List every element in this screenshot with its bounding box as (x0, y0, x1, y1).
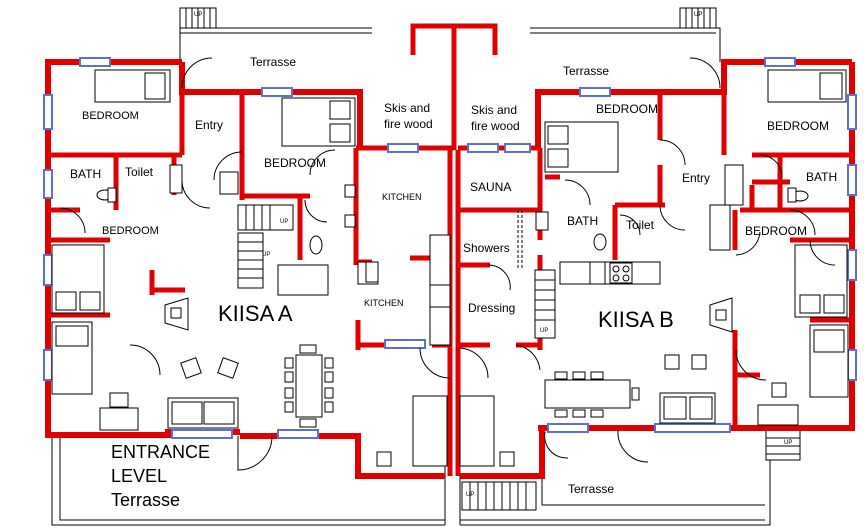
room-label: BEDROOM (82, 110, 139, 122)
unit-label-kiisa-a: KIISA A (218, 301, 293, 326)
room-label: Entry (195, 118, 224, 132)
stove-icon (429, 284, 451, 308)
room-label: Skis and (471, 103, 518, 117)
room-label: BATH (567, 214, 599, 228)
stairs-up-label: UP (540, 328, 549, 334)
sofa (459, 395, 495, 467)
stairs-left (237, 204, 556, 339)
armchair (691, 354, 707, 370)
stairs-up-label: UP (194, 12, 203, 18)
room-label: Toilet (626, 218, 655, 232)
windows (43, 57, 857, 439)
dining-table (544, 379, 631, 409)
unit-label-kiisa-b: KIISA B (598, 307, 674, 332)
room-label: BEDROOM (745, 224, 808, 238)
terrasse-label: Terrasse (250, 55, 297, 69)
room-label: fire wood (471, 119, 520, 133)
room-label: BEDROOM (264, 156, 327, 170)
armchair (217, 357, 239, 379)
room-label: KITCHEN (364, 298, 404, 308)
toilet-icon (593, 233, 607, 251)
entrance-label: ENTRANCE (111, 442, 211, 462)
stairs-top (179, 7, 801, 461)
room-label: BEDROOM (102, 225, 159, 237)
doors (59, 57, 836, 471)
stairs-up-label: UP (280, 219, 289, 225)
room-label: BATH (70, 167, 102, 181)
room-label: SAUNA (470, 180, 512, 194)
room-label: KITCHEN (382, 192, 422, 202)
stairs-up-label: UP (694, 12, 703, 18)
stairs-up-label: UP (466, 492, 475, 498)
toilet-icon (309, 235, 323, 255)
room-label: Showers (463, 241, 510, 255)
room-label: Entry (682, 171, 711, 185)
armchair (376, 451, 392, 467)
armchair (180, 357, 202, 379)
armchair (664, 354, 680, 370)
room-label: BATH (806, 170, 838, 184)
terrasse-label: Terrasse (568, 482, 615, 496)
room-label: Dressing (468, 301, 516, 315)
sofa (412, 395, 448, 467)
sofa (277, 264, 329, 296)
room-label: Toilet (125, 165, 154, 179)
armchair (499, 451, 515, 467)
stairs-bottom (461, 481, 537, 511)
room-label: BEDROOM (596, 102, 659, 116)
room-label: fire wood (384, 117, 433, 131)
entrance-label: Terrasse (111, 490, 181, 510)
furniture (51, 69, 849, 467)
stairs-up-label: UP (784, 440, 793, 446)
entrance-label: LEVEL (111, 466, 168, 486)
room-label: Skis and (384, 101, 431, 115)
terrasse-label: Terrasse (563, 64, 610, 78)
room-label: BEDROOM (767, 119, 830, 133)
dining-table (295, 354, 323, 418)
stairs-up-label: UP (262, 252, 271, 258)
